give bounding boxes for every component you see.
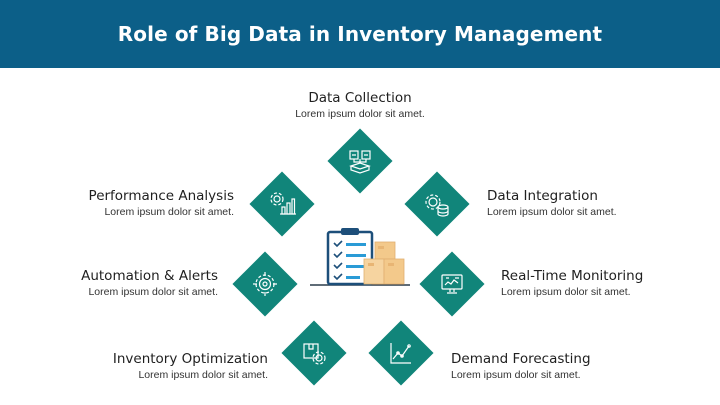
clipboard-boxes-icon	[308, 226, 412, 290]
trend-chart-icon	[381, 333, 421, 373]
target-gear-icon	[245, 264, 285, 304]
page-title: Role of Big Data in Inventory Management	[117, 22, 603, 46]
node-title: Data Integration	[487, 188, 598, 204]
header-bar: Role of Big Data in Inventory Management	[0, 0, 720, 68]
data-collection-icon	[340, 141, 380, 181]
node-description: Lorem ipsum dolor sit amet.	[487, 206, 617, 218]
node-title: Real-Time Monitoring	[501, 268, 644, 284]
node-description: Lorem ipsum dolor sit amet.	[501, 286, 631, 298]
node-title: Demand Forecasting	[451, 351, 591, 367]
node-title: Performance Analysis	[88, 188, 234, 204]
monitor-chart-icon	[432, 264, 472, 304]
node-description: Lorem ipsum dolor sit amet.	[138, 369, 268, 381]
node-title: Data Collection	[308, 90, 412, 106]
node-description: Lorem ipsum dolor sit amet.	[295, 108, 425, 120]
node-description: Lorem ipsum dolor sit amet.	[451, 369, 581, 381]
node-title: Inventory Optimization	[112, 351, 268, 367]
node-title: Automation & Alerts	[81, 268, 218, 284]
node-description: Lorem ipsum dolor sit amet.	[88, 286, 218, 298]
node-description: Lorem ipsum dolor sit amet.	[104, 206, 234, 218]
gear-bar-chart-icon	[262, 184, 302, 224]
gear-database-icon	[417, 184, 457, 224]
box-gear-icon	[294, 333, 334, 373]
